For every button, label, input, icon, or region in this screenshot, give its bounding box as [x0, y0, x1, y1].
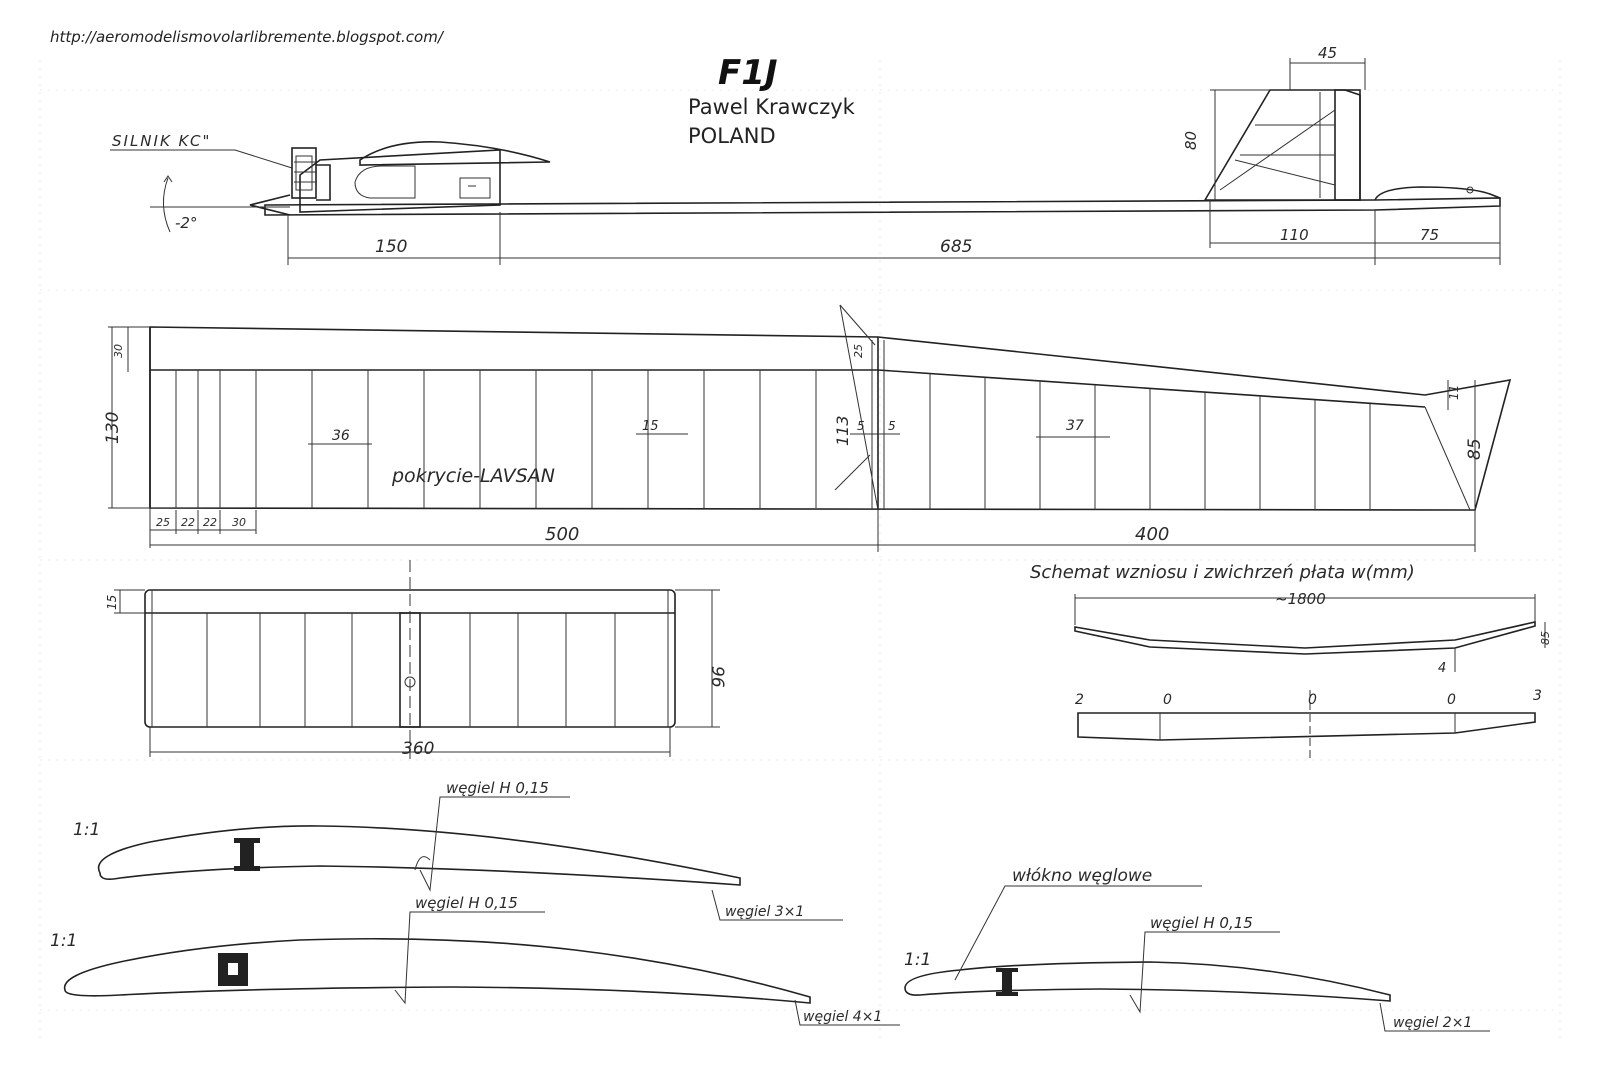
wing-airfoil: 1:1 węgiel H 0,15 węgiel 3×1 [73, 779, 843, 921]
dim-fin-height: 80 [1182, 131, 1200, 150]
dim-le-depth: 30 [112, 344, 125, 358]
dim-root-chord: 130 [103, 412, 123, 444]
dim-nose: 150 [375, 237, 407, 257]
dim-stab-le: 15 [105, 595, 119, 610]
stabilizer-planform: 15 96 360 [105, 560, 727, 760]
stab-airfoil-profile [63, 937, 811, 1004]
schematic-span: ~1800 [1275, 590, 1326, 608]
stabilizer-ribs [206, 613, 616, 727]
twist-profile [1077, 712, 1536, 741]
twist-value-4: 0 [1447, 692, 1456, 708]
fuel-tank [354, 165, 416, 199]
fin [1203, 89, 1361, 201]
airfoil-scale-wing: 1:1 [73, 820, 100, 840]
author-name: Pawel Krawczyk [688, 95, 856, 119]
root-rib-3: 22 [203, 516, 217, 529]
twist-value-2: 0 [1163, 692, 1172, 708]
dim-rib-spacing-center: 36 [332, 428, 350, 444]
engine-icon [291, 147, 331, 201]
dim-tip-chord: 85 [1465, 438, 1485, 460]
fin-le-label: włókno węglowe [1012, 866, 1152, 886]
twist-value-5: 3 [1533, 688, 1542, 704]
timer-box [459, 177, 491, 199]
source-url: http://aeromodelismovolarlibremente.blog… [50, 28, 445, 46]
stab-te-label: węgiel 4×1 [803, 1009, 882, 1025]
wing-airfoil-profile [97, 825, 741, 886]
dim-break-left: 5 [857, 419, 865, 433]
airfoil-scale-stab: 1:1 [50, 931, 77, 951]
dim-spar-offset: 15 [642, 419, 659, 434]
engine-label: SILNIK KC" [112, 132, 211, 150]
fin-te-label: węgiel 2×1 [1393, 1015, 1472, 1031]
dihedral-profile [1074, 621, 1536, 655]
fuselage-dimensions: 150 685 110 75 45 80 [287, 44, 1501, 265]
stab-spar-label: węgiel H 0,15 [415, 894, 518, 912]
propeller-spinner [249, 194, 291, 216]
stabilizer-airfoil: 1:1 węgiel H 0,15 węgiel 4×1 [50, 894, 900, 1026]
root-rib-2: 22 [181, 516, 195, 529]
dim-fin-base: 110 [1280, 226, 1309, 244]
twist-value-1: 2 [1075, 692, 1084, 708]
dim-outer-span: 400 [1135, 524, 1169, 545]
twist-value-3: 0 [1308, 692, 1317, 708]
dim-rib-spacing-tip: 37 [1066, 418, 1084, 434]
fuselage-side-view: -2° SILNIK KC" 150 685 110 75 [110, 44, 1501, 265]
wing-pylon [359, 141, 551, 166]
dim-break-right: 5 [888, 419, 896, 433]
author-country: POLAND [688, 124, 776, 148]
dim-panel-chord: 113 [833, 415, 852, 446]
dim-fin-width: 45 [1318, 44, 1337, 62]
page-title: F1J [718, 53, 778, 93]
wing-outline [149, 326, 1512, 511]
wing-te-label: węgiel 3×1 [725, 904, 804, 920]
wing-ribs-outer [929, 374, 1471, 511]
dim-tip-offset: 11 [1447, 385, 1461, 400]
dim-stab-span: 360 [402, 739, 434, 759]
schematic-tip-rise: 85 [1539, 631, 1552, 645]
airfoil-scale-fin: 1:1 [904, 950, 931, 970]
dim-inner-span: 500 [545, 524, 579, 545]
root-rib-1: 25 [156, 516, 170, 529]
wing-spar-label: węgiel H 0,15 [446, 779, 549, 797]
schematic-center-rise: 4 [1438, 661, 1446, 676]
dim-boom: 685 [940, 237, 972, 257]
root-rib-4: 30 [232, 516, 246, 529]
wing-planform: pokrycie-LAVSAN 36 15 37 5 5 113 25 130 … [103, 304, 1512, 552]
dim-break-top: 25 [852, 344, 865, 358]
dim-stab-mount: 75 [1420, 226, 1439, 244]
wing-ribs-inner [175, 370, 817, 508]
wing-covering-label: pokrycie-LAVSAN [391, 465, 555, 487]
schematic-title: Schemat wzniosu i zwichrzeń płata w(mm) [1030, 562, 1415, 583]
dihedral-schematic: Schemat wzniosu i zwichrzeń płata w(mm) … [1030, 562, 1552, 760]
stab-mount [1374, 186, 1501, 201]
grid-background [39, 60, 1561, 1040]
thrust-angle-label: -2° [175, 214, 197, 232]
fin-spar-label: węgiel H 0,15 [1150, 914, 1253, 932]
dim-stab-chord: 96 [707, 666, 727, 688]
fin-airfoil-profile [904, 961, 1391, 1002]
fin-airfoil: 1:1 włókno węglowe węgiel H 0,15 węgiel … [904, 866, 1490, 1032]
